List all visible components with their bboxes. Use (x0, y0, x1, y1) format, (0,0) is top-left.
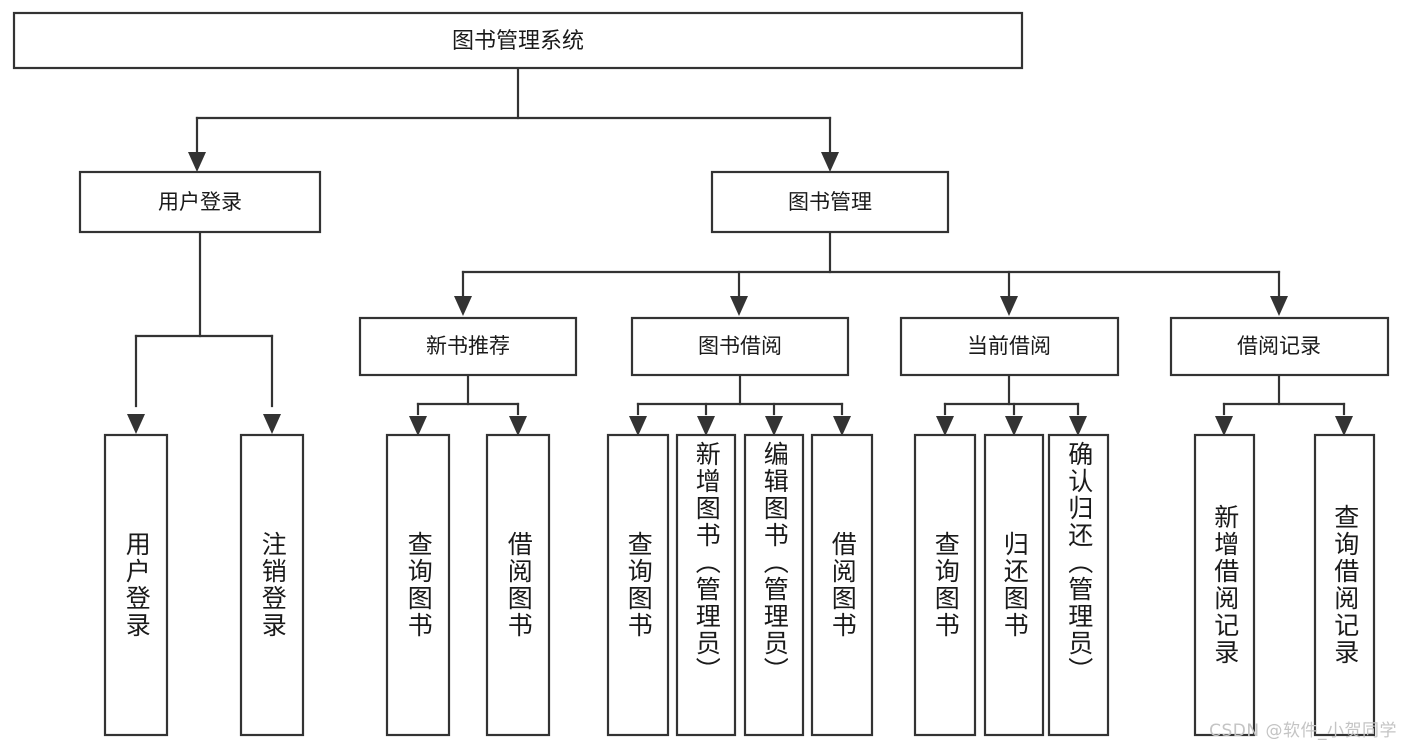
node-book-management[interactable] (710, 170, 950, 234)
leaf-user-login-logout[interactable] (239, 433, 305, 737)
connector-group-borrow-record (1215, 373, 1353, 436)
arrow-icon (833, 416, 851, 436)
arrow-icon (730, 296, 748, 316)
node-current-borrow[interactable] (899, 316, 1120, 377)
connector-group-book-borrow (629, 373, 851, 436)
arrow-icon (188, 152, 206, 172)
csdn-watermark: CSDN @软件_小贺同学 (1209, 721, 1397, 741)
connector-group-new-book (409, 373, 527, 436)
arrow-icon (509, 416, 527, 436)
node-new-book-recommend[interactable] (358, 316, 578, 377)
arrow-icon (1069, 416, 1087, 436)
connector-group-book-manage (454, 230, 1288, 316)
arrow-icon (1270, 296, 1288, 316)
leaf-current-borrow-return[interactable] (983, 433, 1045, 737)
arrow-icon (263, 414, 281, 434)
arrow-icon (1000, 296, 1018, 316)
arrow-icon (821, 152, 839, 172)
node-user-login-label: 用户登录 (158, 190, 242, 214)
arrow-icon (765, 416, 783, 436)
connector-group-user-login (127, 230, 281, 434)
node-root-book-management-system[interactable] (12, 11, 1024, 70)
node-borrow-record[interactable] (1169, 316, 1390, 377)
leaf-new-book-borrow[interactable] (485, 433, 551, 737)
arrow-icon (1215, 416, 1233, 436)
leaf-book-borrow-add[interactable] (675, 433, 737, 737)
arrow-icon (127, 414, 145, 434)
connector-group-root (188, 66, 839, 172)
node-root-label: 图书管理系统 (452, 29, 584, 54)
arrow-icon (629, 416, 647, 436)
arrow-icon (1005, 416, 1023, 436)
node-book-management-label: 图书管理 (788, 190, 872, 214)
node-user-login[interactable] (78, 170, 322, 234)
leaf-current-borrow-confirm[interactable] (1047, 433, 1110, 737)
leaf-book-borrow-lend[interactable] (810, 433, 874, 737)
leaf-book-borrow-query[interactable] (606, 433, 670, 737)
leaf-borrow-record-add[interactable] (1193, 433, 1256, 737)
node-book-borrow-label: 图书借阅 (698, 334, 782, 358)
node-book-borrow[interactable] (630, 316, 850, 377)
leaf-book-borrow-edit[interactable] (743, 433, 805, 737)
arrow-icon (454, 296, 472, 316)
arrow-icon (1335, 416, 1353, 436)
leaf-new-book-query[interactable] (385, 433, 451, 737)
node-borrow-record-label: 借阅记录 (1237, 334, 1321, 358)
node-new-book-recommend-label: 新书推荐 (426, 334, 510, 358)
node-current-borrow-label: 当前借阅 (967, 334, 1051, 358)
leaf-current-borrow-query[interactable] (913, 433, 977, 737)
arrow-icon (409, 416, 427, 436)
arrow-icon (936, 416, 954, 436)
leaf-borrow-record-query[interactable] (1313, 433, 1376, 737)
arrow-icon (697, 416, 715, 436)
leaf-user-login-login[interactable] (103, 433, 169, 737)
connector-group-current-borrow (936, 373, 1087, 436)
